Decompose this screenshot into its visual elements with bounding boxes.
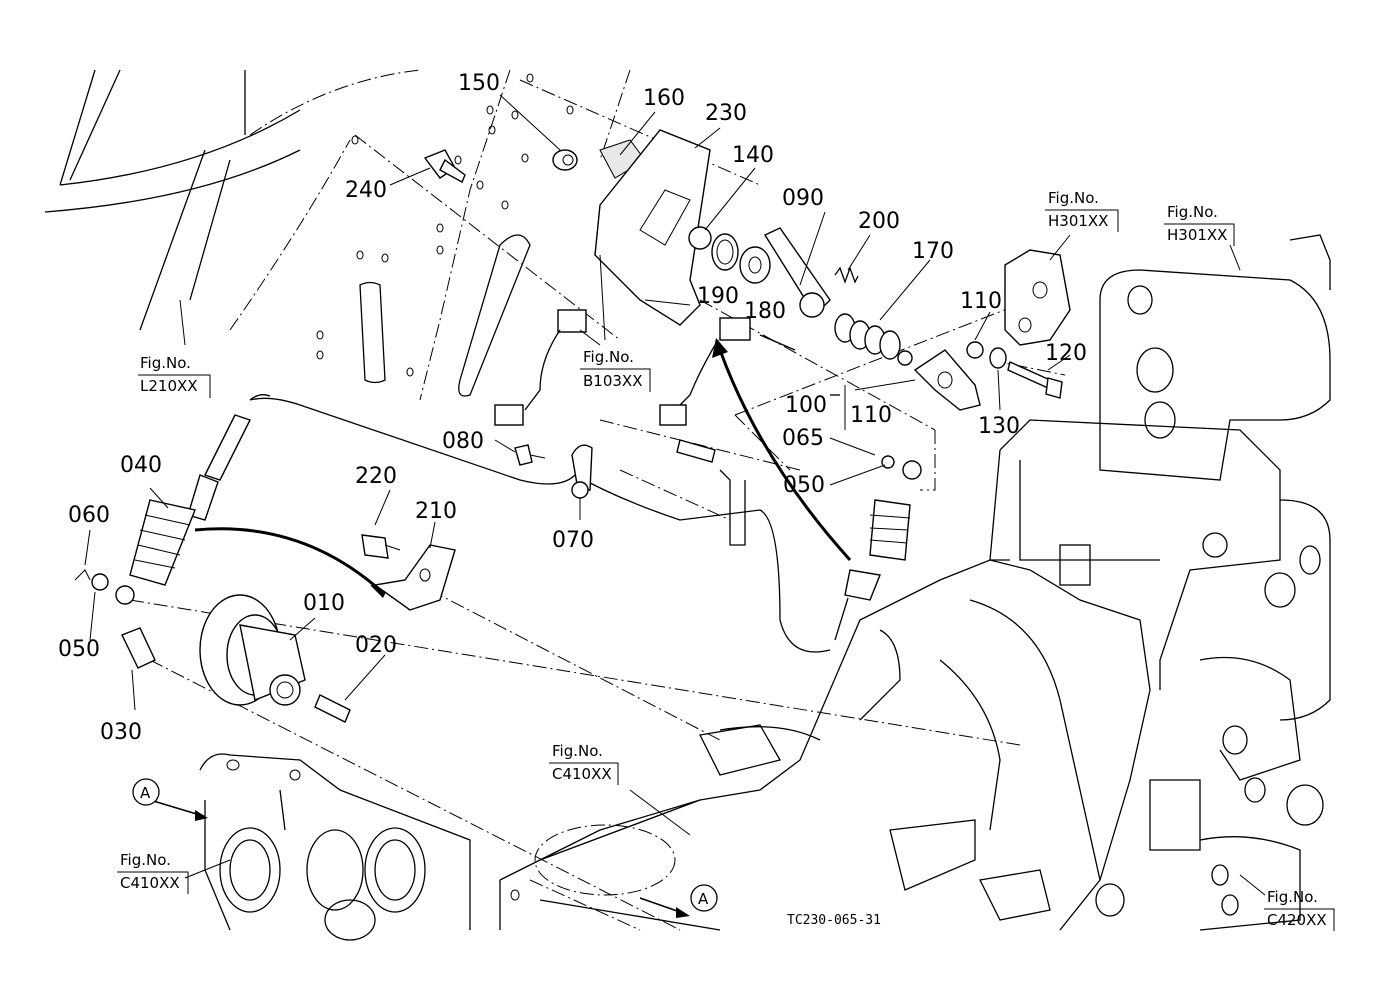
- callout-a-bottom-letter: A: [698, 890, 709, 908]
- part-label-120: 120: [1045, 341, 1087, 366]
- part-plug-220: [361, 534, 401, 559]
- part-label-140: 140: [732, 143, 774, 168]
- part-label-100: 100: [785, 393, 827, 418]
- part-label-230: 230: [705, 101, 747, 126]
- leader-lines: [84, 94, 1266, 896]
- fig-ref-h301a-code: H301XX: [1048, 212, 1108, 230]
- fig-ref-l210-title: Fig.No.: [140, 354, 191, 372]
- part-label-070: 070: [552, 528, 594, 553]
- cables: [249, 394, 831, 653]
- fig-ref-b103: Fig.No. B103XX: [580, 348, 651, 392]
- part-rod-end-050b: [881, 455, 922, 480]
- part-label-080: 080: [442, 429, 484, 454]
- part-collar-140: [688, 226, 712, 250]
- fig-ref-c420-title: Fig.No.: [1267, 888, 1318, 906]
- part-boot-right: [834, 499, 911, 641]
- part-label-090: 090: [782, 186, 824, 211]
- fig-ref-h301b-title: Fig.No.: [1167, 203, 1218, 221]
- part-label-170: 170: [912, 239, 954, 264]
- part-bolt-120: [1007, 361, 1063, 399]
- part-label-060: 060: [68, 503, 110, 528]
- fig-ref-h301-a: Fig.No. H301XX: [1045, 189, 1119, 232]
- background-outlines: [44, 69, 1331, 941]
- part-label-020: 020: [355, 633, 397, 658]
- fig-ref-c410-b: Fig.No. C410XX: [117, 851, 189, 894]
- part-bracket-230: [594, 129, 711, 341]
- part-spring-170: [834, 313, 901, 360]
- part-label-110-mid: 110: [850, 403, 892, 428]
- fig-ref-c410a-code: C410XX: [552, 765, 612, 783]
- drawing-code: TC230-065-31: [787, 913, 881, 928]
- part-washer-180: [739, 246, 771, 284]
- part-label-200: 200: [858, 209, 900, 234]
- part-label-040: 040: [120, 453, 162, 478]
- callout-a-bottom: A: [690, 884, 718, 912]
- fig-ref-b103-code: B103XX: [583, 372, 642, 390]
- fig-ref-h301b-code: H301XX: [1167, 226, 1227, 244]
- part-label-050-left: 050: [58, 637, 100, 662]
- part-bracket-210: [373, 544, 456, 611]
- fig-ref-c410-a: Fig.No. C410XX: [549, 742, 619, 785]
- part-pin-020: [314, 694, 351, 723]
- part-switch-right: [659, 317, 796, 426]
- fig-ref-c410b-code: C410XX: [120, 874, 180, 892]
- part-arm-100: [913, 349, 981, 411]
- fig-ref-c410a-title: Fig.No.: [552, 742, 603, 760]
- part-lever-090: [763, 227, 831, 318]
- part-washer-130: [989, 347, 1007, 369]
- callout-a-left: A: [132, 778, 160, 806]
- part-bracket-h301: [1004, 249, 1071, 346]
- fig-ref-h301a-title: Fig.No.: [1048, 189, 1099, 207]
- part-washer-050a: [91, 573, 109, 591]
- part-label-010: 010: [303, 591, 345, 616]
- part-label-210: 210: [415, 499, 457, 524]
- fig-ref-c420-code: C420XX: [1267, 911, 1327, 929]
- part-clamp-070: [571, 444, 593, 499]
- part-label-110-top: 110: [960, 289, 1002, 314]
- part-label-220: 220: [355, 464, 397, 489]
- fig-ref-b103-title: Fig.No.: [583, 348, 634, 366]
- part-bolt-080: [514, 444, 546, 466]
- part-label-050-right: 050: [783, 473, 825, 498]
- part-cable-end-040: [115, 414, 251, 605]
- part-label-065: 065: [782, 426, 824, 451]
- figure-references: Fig.No. L210XX Fig.No. B103XX Fig.No. H3…: [117, 189, 1335, 931]
- fig-ref-c420: Fig.No. C420XX: [1264, 888, 1335, 931]
- part-label-150: 150: [458, 71, 500, 96]
- part-label-030: 030: [100, 720, 142, 745]
- part-label-180: 180: [744, 299, 786, 324]
- part-collar-110b: [966, 341, 984, 359]
- part-label-160: 160: [643, 86, 685, 111]
- fig-ref-c410b-title: Fig.No.: [120, 851, 171, 869]
- part-label-240: 240: [345, 178, 387, 203]
- part-collar-110a: [897, 350, 913, 366]
- part-ring-190: [711, 233, 739, 271]
- fig-ref-h301-b: Fig.No. H301XX: [1164, 203, 1235, 246]
- part-bolt-065: [676, 439, 716, 463]
- part-number-labels: 150 160 230 140 090 200 170 240 190 180 …: [58, 71, 1087, 745]
- part-cylinder-010: [199, 594, 306, 706]
- fig-ref-l210-code: L210XX: [140, 377, 198, 395]
- part-pin-060: [74, 569, 91, 581]
- part-switch-left: [494, 309, 587, 426]
- fig-ref-l210: Fig.No. L210XX: [138, 354, 211, 398]
- part-nut-150: [552, 149, 578, 171]
- part-fitting-030: [121, 627, 156, 669]
- part-label-130: 130: [978, 414, 1020, 439]
- callout-a-left-letter: A: [140, 784, 151, 802]
- part-label-190: 190: [697, 284, 739, 309]
- part-bolt-240: [423, 149, 466, 183]
- part-spring-200: [834, 266, 859, 284]
